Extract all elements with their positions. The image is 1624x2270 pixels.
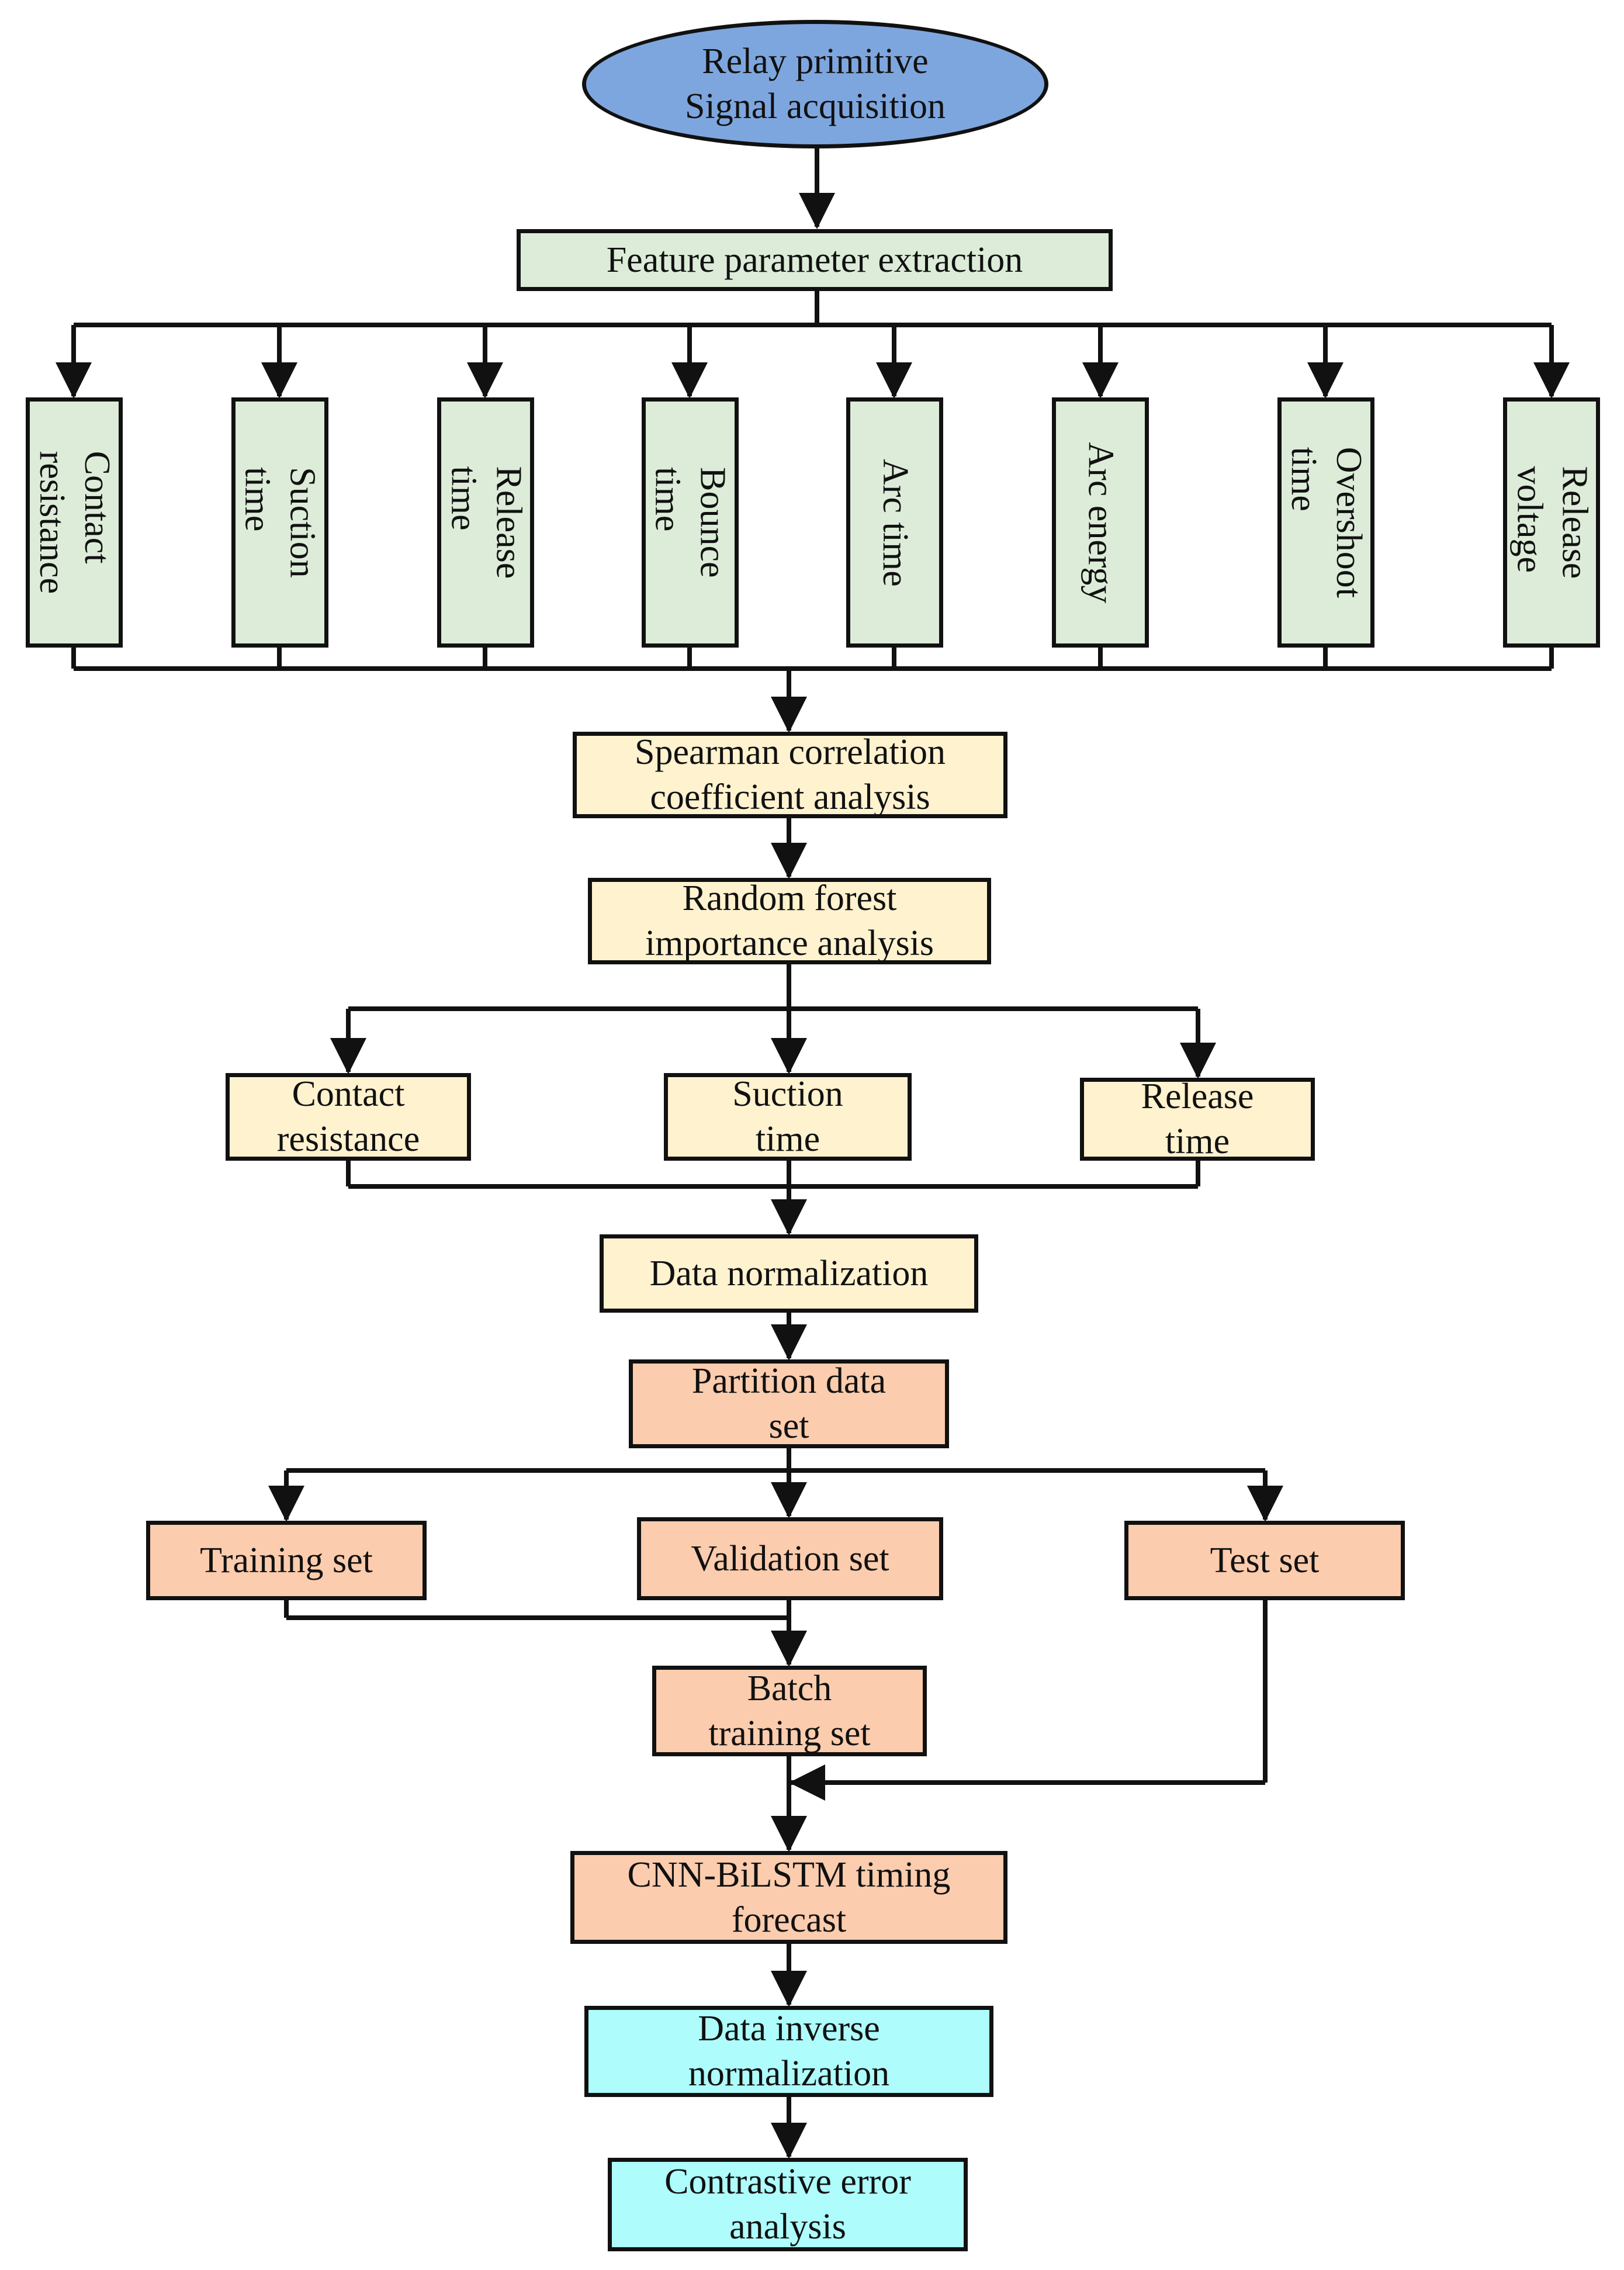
feature-suction-time-node: Suction time: [231, 397, 328, 648]
selected-contact-resistance-label: Contact resistance: [276, 1074, 420, 1159]
feature-extraction-node: Feature parameter extraction: [517, 229, 1113, 291]
partition-data-set-label: Partition data set: [691, 1361, 887, 1446]
feature-contact-resistance-node: Contact resistance: [26, 397, 123, 648]
feature-release-time-node: Release time: [437, 397, 534, 648]
partition-data-set-node: Partition data set: [629, 1359, 949, 1448]
feature-contact-resistance-label: Contact resistance: [32, 451, 117, 594]
selected-release-time-label: Release time: [1141, 1077, 1254, 1161]
feature-arc-time-label: Arc time: [875, 458, 915, 587]
training-set-label: Training set: [200, 1540, 373, 1580]
relay-signal-acquisition-label: Relay primitive Signal acquisition: [684, 41, 946, 126]
relay-signal-acquisition-node: Relay primitive Signal acquisition: [582, 20, 1048, 148]
data-normalization-label: Data normalization: [649, 1253, 929, 1293]
training-set-node: Training set: [146, 1521, 427, 1600]
contrastive-error-analysis-label: Contrastive error analysis: [664, 2162, 911, 2247]
validation-set-label: Validation set: [691, 1538, 889, 1579]
selected-suction-time-label: Suction time: [732, 1074, 843, 1159]
selected-contact-resistance-node: Contact resistance: [226, 1073, 471, 1161]
feature-overshoot-time-label: Overshoot time: [1284, 447, 1369, 598]
cnn-bilstm-forecast-node: CNN-BiLSTM timing forecast: [570, 1851, 1007, 1944]
random-forest-label: Random forest importance analysis: [645, 878, 934, 963]
feature-extraction-label: Feature parameter extraction: [606, 240, 1023, 280]
validation-set-node: Validation set: [637, 1517, 943, 1600]
feature-release-voltage-node: Release voltage: [1503, 397, 1600, 648]
feature-bounce-time-label: Bounce time: [648, 467, 733, 578]
data-inverse-normalization-label: Data inverse normalization: [688, 2009, 890, 2093]
cnn-bilstm-forecast-label: CNN-BiLSTM timing forecast: [627, 1854, 951, 1940]
feature-release-voltage-label: Release voltage: [1509, 466, 1594, 579]
spearman-analysis-label: Spearman correlation coefficient analysi…: [635, 732, 946, 817]
feature-arc-energy-node: Arc energy: [1052, 397, 1149, 648]
spearman-analysis-node: Spearman correlation coefficient analysi…: [573, 732, 1007, 818]
feature-arc-time-node: Arc time: [846, 397, 943, 648]
random-forest-node: Random forest importance analysis: [588, 878, 991, 964]
feature-bounce-time-node: Bounce time: [642, 397, 739, 648]
data-normalization-node: Data normalization: [600, 1234, 978, 1313]
batch-training-set-node: Batch training set: [652, 1666, 927, 1756]
test-set-label: Test set: [1210, 1540, 1320, 1580]
feature-suction-time-label: Suction time: [238, 467, 323, 578]
feature-release-time-label: Release time: [444, 466, 528, 579]
data-inverse-normalization-node: Data inverse normalization: [584, 2006, 993, 2097]
test-set-node: Test set: [1124, 1521, 1405, 1600]
selected-release-time-node: Release time: [1080, 1077, 1315, 1161]
feature-overshoot-time-node: Overshoot time: [1277, 397, 1374, 648]
feature-arc-energy-label: Arc energy: [1081, 441, 1121, 604]
selected-suction-time-node: Suction time: [664, 1073, 912, 1161]
contrastive-error-analysis-node: Contrastive error analysis: [608, 2158, 968, 2251]
batch-training-set-label: Batch training set: [708, 1668, 871, 1753]
